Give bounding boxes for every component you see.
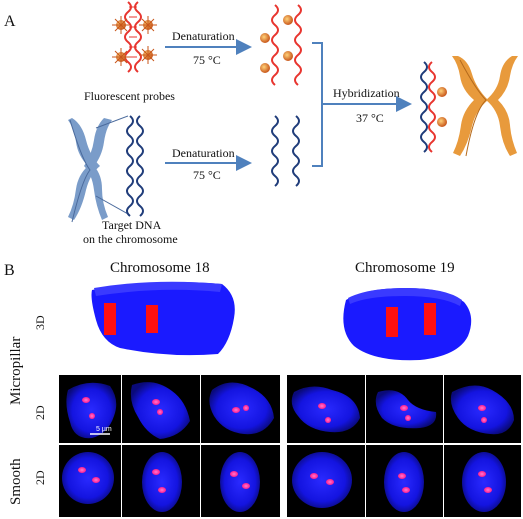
step1-label: Denaturation — [172, 29, 235, 43]
nucleus — [462, 452, 506, 512]
fluorophore-group-probes — [112, 16, 157, 66]
nucleus — [66, 382, 117, 439]
fish-signal — [152, 399, 160, 405]
nucleus-3d-chr18 — [91, 281, 235, 356]
fish-signal — [310, 473, 318, 479]
probe-double-strand — [124, 1, 142, 73]
step3-label: Hybridization — [333, 86, 400, 100]
fish-signal — [242, 483, 250, 489]
fluorophore-icon — [283, 15, 293, 25]
fluorophore-icon — [437, 87, 447, 97]
fish-signal — [325, 417, 331, 423]
fish-signal — [243, 405, 249, 411]
fluorophore-icon — [437, 117, 447, 127]
column-title-chr18: Chromosome 18 — [110, 260, 210, 276]
tag-2d-micropillar: 2D — [33, 405, 47, 420]
panel-b: B Chromosome 18 Chromosome 19 Micropilla… — [4, 260, 521, 517]
micrograph-row-micropillar: 5 µm — [59, 375, 521, 443]
fish-signal — [402, 487, 410, 493]
scale-bar-label: 5 µm — [96, 426, 112, 433]
step2-label: Denaturation — [172, 146, 235, 160]
row-label-micropillar: Micropillar — [8, 337, 24, 405]
fish-signal — [152, 469, 160, 475]
fish-signal — [478, 471, 486, 477]
fish-signal — [318, 403, 326, 409]
step3-temp: 37 °C — [356, 111, 384, 125]
fluorophore-icon — [260, 33, 270, 43]
target-label-line2: on the chromosome — [83, 232, 178, 246]
nucleus — [291, 386, 360, 433]
probes-label: Fluorescent probes — [84, 89, 175, 103]
panel-a: A Fluorescent probes Denatu — [4, 1, 518, 246]
nucleus — [384, 452, 424, 512]
fish-signal — [92, 477, 100, 483]
fluorophore-icon — [260, 63, 270, 73]
fish-signal — [484, 487, 492, 493]
nucleus — [62, 452, 114, 504]
fish-signal — [400, 405, 408, 411]
target-double-strand — [126, 115, 144, 217]
fish-signal — [230, 471, 238, 477]
fish-signal — [78, 467, 86, 473]
chromosome-blue-icon — [68, 118, 112, 223]
denatured-probe-strands — [260, 4, 302, 86]
chromosome-orange-icon — [452, 56, 518, 157]
hybridized-strand — [420, 61, 447, 153]
nucleus — [209, 382, 274, 435]
tag-2d-smooth: 2D — [33, 470, 47, 485]
fish-signal — [232, 407, 240, 413]
micrograph-row-smooth — [59, 445, 521, 517]
fluorophore-icon — [283, 51, 293, 61]
tag-3d: 3D — [33, 315, 47, 330]
fish-signal — [398, 473, 406, 479]
signal-3d — [424, 303, 436, 335]
signal-3d — [146, 305, 158, 333]
fish-signal — [89, 413, 95, 419]
signal-3d — [386, 307, 398, 337]
fish-signal — [481, 417, 487, 423]
panel-b-label: B — [4, 262, 15, 279]
fish-signal — [158, 487, 166, 493]
target-label-line1: Target DNA — [102, 218, 162, 232]
row-label-smooth: Smooth — [8, 458, 24, 505]
column-title-chr19: Chromosome 19 — [355, 260, 455, 276]
nucleus-3d-chr19 — [343, 288, 472, 361]
nucleus — [292, 452, 352, 508]
step1-temp: 75 °C — [193, 53, 221, 67]
fish-signal — [326, 479, 334, 485]
merge-bracket — [312, 42, 323, 167]
denatured-target-strands — [271, 115, 300, 187]
fish-signal — [405, 415, 411, 421]
nucleus — [142, 452, 182, 512]
fish-signal — [157, 409, 163, 415]
fish-signal — [82, 397, 90, 403]
fish-signal — [478, 405, 486, 411]
nucleus — [220, 452, 260, 512]
signal-3d — [104, 303, 116, 335]
step2-temp: 75 °C — [193, 168, 221, 182]
panel-a-label: A — [4, 13, 16, 30]
